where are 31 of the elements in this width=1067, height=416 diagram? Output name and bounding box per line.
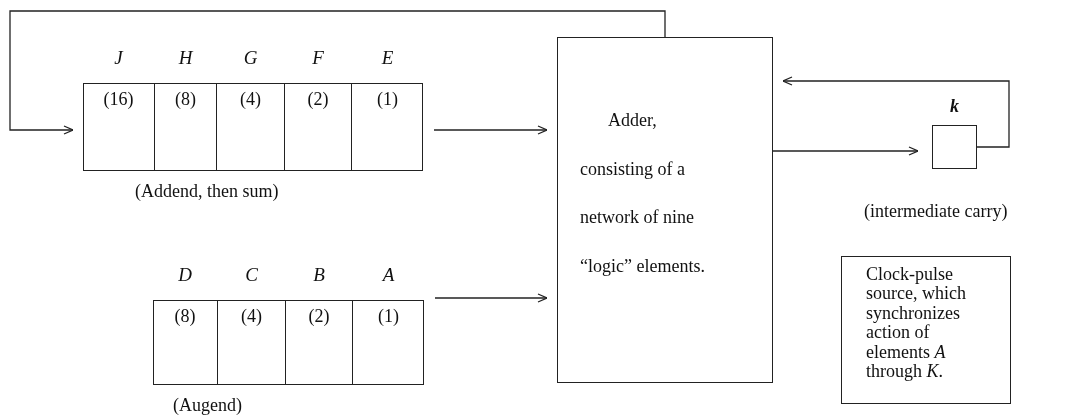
cell-weight: (1) (377, 306, 400, 327)
cell-weight: (8) (173, 306, 197, 327)
node-caption: (Addend, then sum) (135, 181, 279, 202)
node-caption: (intermediate carry) (864, 201, 1008, 222)
cell-weight: (4) (240, 306, 263, 327)
cell-weight: (1) (376, 89, 399, 110)
process-box (841, 256, 1011, 404)
cell-letter: J (113, 47, 125, 69)
box-text: Adder, consisting of a network of nine “logic” elements. (580, 109, 706, 278)
cell-weight: (2) (306, 89, 330, 110)
arrow (434, 293, 548, 303)
cell-weight: (8) (174, 89, 197, 110)
arrow (9, 10, 666, 135)
cell-letter: H (177, 47, 194, 69)
arrow (772, 146, 919, 156)
cell-letter: A (381, 264, 396, 286)
cell-letter: F (311, 47, 325, 69)
box-letter: k (949, 96, 960, 117)
cell-weight: (2) (307, 306, 331, 327)
cell-letter: C (244, 264, 259, 286)
cell-letter: G (242, 47, 259, 69)
process-box (557, 37, 773, 383)
arrow (433, 125, 548, 135)
arrow (782, 76, 1010, 148)
cell-weight: (4) (239, 89, 262, 110)
node-caption: (Augend) (173, 395, 242, 416)
box-text: Clock-pulse source, which synchronizes action of elements A through K. (866, 265, 967, 382)
cell-weight: (16) (102, 89, 135, 110)
cell-letter: E (380, 47, 395, 69)
cell-letter: D (177, 264, 193, 286)
cell-letter: B (312, 264, 326, 286)
